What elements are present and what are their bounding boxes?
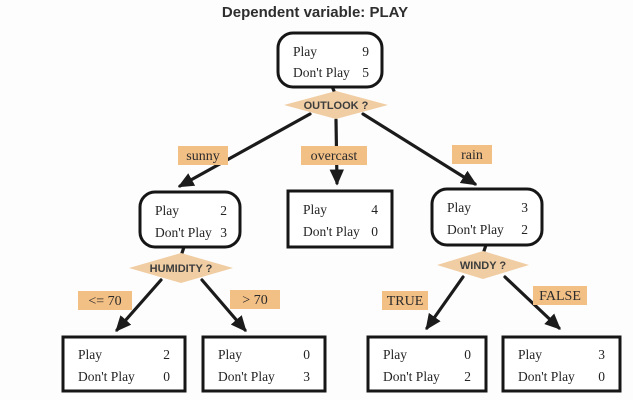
branch-label-le70-text: <= 70: [88, 294, 121, 309]
le70-row1-label: Play: [78, 347, 102, 362]
edge-humidity-gt70: [200, 278, 247, 332]
root-row1-label: Play: [293, 44, 317, 59]
windy-question: WINDY ?: [460, 260, 507, 272]
overcast-row1-value: 4: [371, 202, 378, 217]
windy-false-leaf: Play 3 Don't Play 0: [501, 335, 622, 393]
humidity-diamond: HUMIDITY ?: [129, 253, 233, 283]
rain-row1-value: 3: [521, 200, 528, 215]
sunny-node: Play 2 Don't Play 3: [138, 190, 242, 249]
humidity-question: HUMIDITY ?: [150, 263, 213, 275]
true-row1-label: Play: [383, 347, 407, 362]
gt70-row1-label: Play: [218, 347, 242, 362]
humidity-le70-leaf: Play 2 Don't Play 0: [61, 335, 187, 393]
branch-label-true: TRUE: [382, 291, 428, 310]
branch-label-true-box: [382, 291, 428, 310]
overcast-leaf-box: [286, 189, 394, 249]
tree-edges: [115, 82, 561, 332]
rain-row2-value: 2: [521, 222, 528, 237]
root-row1-value: 9: [362, 44, 369, 59]
true-row2-label: Don't Play: [383, 369, 440, 384]
branch-label-gt70-text: > 70: [242, 293, 267, 308]
root-row2-label: Don't Play: [293, 65, 350, 80]
gt70-row2-label: Don't Play: [218, 369, 275, 384]
gt70-row2-value: 3: [303, 369, 310, 384]
outlook-question: OUTLOOK ?: [304, 100, 369, 112]
true-row1-value: 0: [464, 347, 471, 362]
false-row2-label: Don't Play: [518, 369, 575, 384]
le70-row2-label: Don't Play: [78, 369, 135, 384]
windy-false-leaf-box: [501, 335, 622, 393]
false-row2-value: 0: [598, 369, 605, 384]
branch-label-sunny: sunny: [178, 146, 228, 165]
gt70-row1-value: 0: [303, 347, 310, 362]
rain-node: Play 3 Don't Play 2: [430, 187, 544, 247]
page-title: Dependent variable: PLAY: [222, 4, 408, 21]
false-row1-value: 3: [598, 347, 605, 362]
outlook-diamond-shape: [284, 91, 388, 119]
sunny-row2-label: Don't Play: [155, 225, 212, 240]
outlook-diamond: OUTLOOK ?: [284, 91, 388, 119]
branch-label-gt70-box: [230, 290, 280, 309]
humidity-le70-leaf-box: [61, 335, 187, 393]
branch-label-le70-box: [78, 291, 132, 310]
humidity-diamond-shape: [129, 253, 233, 283]
branch-label-le70: <= 70: [78, 291, 132, 310]
branch-label-rain-box: [452, 145, 492, 164]
overcast-leaf: Play 4 Don't Play 0: [286, 189, 394, 249]
edge-outlook-sunny: [177, 112, 312, 188]
le70-row2-value: 0: [163, 369, 170, 384]
sunny-node-box: [138, 190, 242, 249]
branch-label-overcast: overcast: [301, 146, 367, 165]
le70-row1-value: 2: [163, 347, 170, 362]
edge-humidity-le70: [115, 278, 163, 332]
overcast-row2-value: 0: [371, 224, 378, 239]
humidity-gt70-leaf: Play 0 Don't Play 3: [201, 335, 327, 393]
true-row2-value: 2: [464, 369, 471, 384]
overcast-row1-label: Play: [303, 202, 327, 217]
edge-windy-false: [503, 275, 561, 330]
branch-label-false-box: [533, 286, 587, 305]
windy-true-leaf-box: [366, 335, 488, 393]
branch-label-sunny-box: [178, 146, 228, 165]
root-node: Play 9 Don't Play 5: [276, 31, 384, 89]
edge-outlook-rain: [361, 112, 478, 186]
edge-windy-true: [425, 275, 465, 331]
root-node-box: [276, 31, 384, 89]
rain-row1-label: Play: [447, 200, 471, 215]
rain-node-box: [430, 187, 544, 247]
rain-row2-label: Don't Play: [447, 222, 504, 237]
branch-label-rain: rain: [452, 145, 492, 164]
sunny-row1-value: 2: [220, 203, 227, 218]
false-row1-label: Play: [518, 347, 542, 362]
sunny-row1-label: Play: [155, 203, 179, 218]
overcast-row2-label: Don't Play: [303, 224, 360, 239]
branch-label-overcast-box: [301, 146, 367, 165]
branch-label-false: FALSE: [533, 286, 587, 305]
root-row2-value: 5: [362, 65, 369, 80]
branch-label-false-text: FALSE: [539, 289, 581, 304]
windy-diamond: WINDY ?: [437, 251, 529, 279]
windy-true-leaf: Play 0 Don't Play 2: [366, 335, 488, 393]
windy-diamond-shape: [437, 251, 529, 279]
branch-label-gt70: > 70: [230, 290, 280, 309]
branch-label-true-text: TRUE: [387, 294, 424, 309]
humidity-gt70-leaf-box: [201, 335, 327, 393]
sunny-row2-value: 3: [220, 225, 227, 240]
branch-label-rain-text: rain: [461, 148, 483, 163]
branch-label-sunny-text: sunny: [186, 149, 219, 164]
branch-label-overcast-text: overcast: [311, 149, 358, 164]
